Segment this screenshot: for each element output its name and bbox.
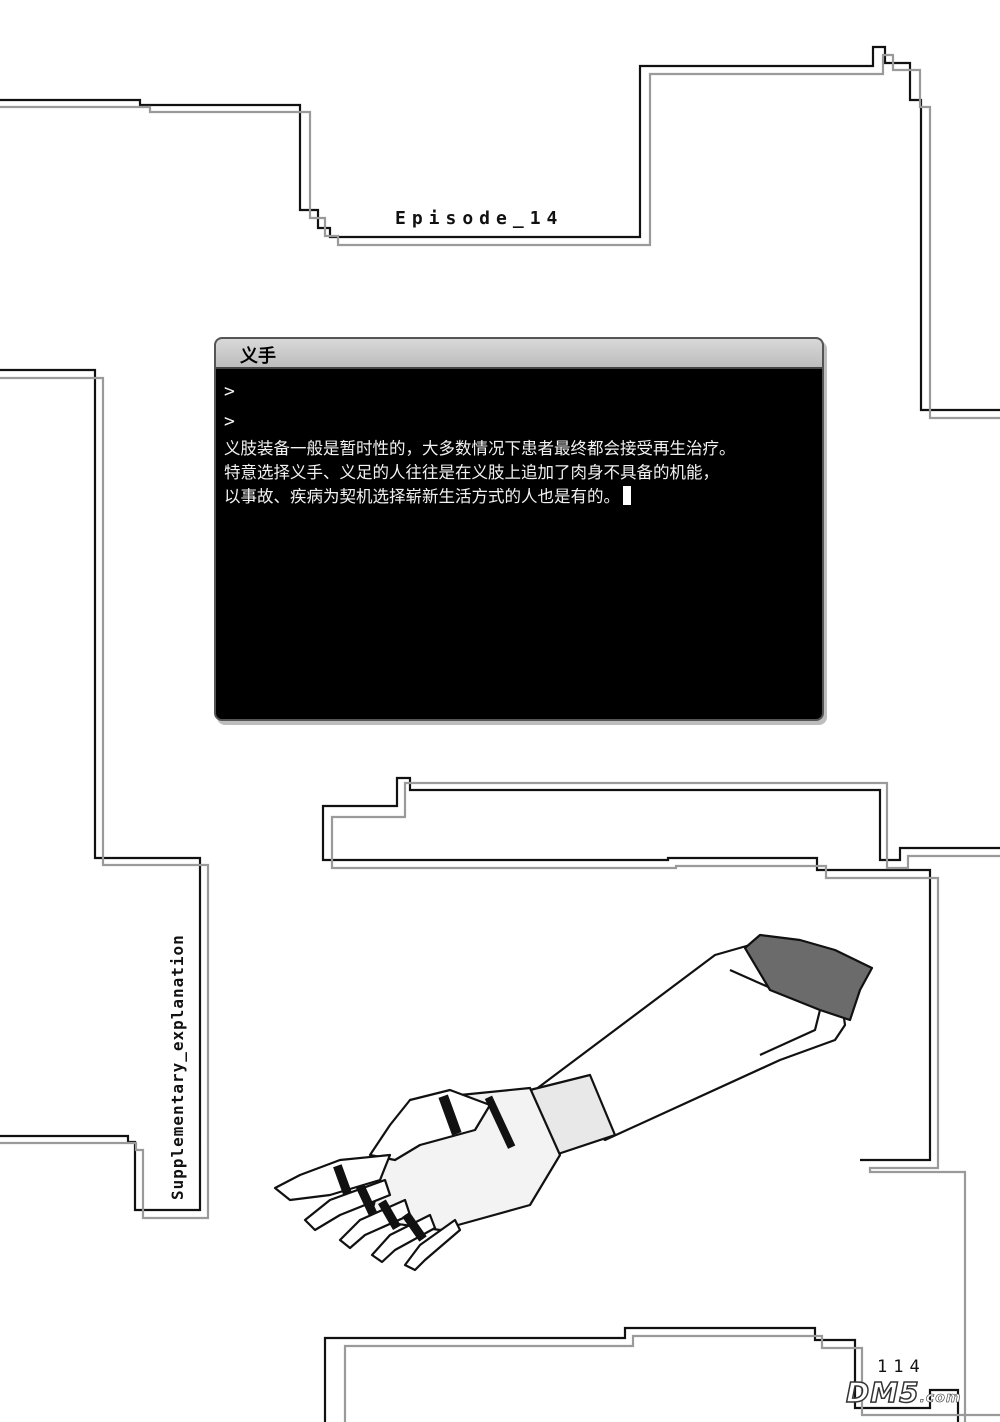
terminal-text-line-content: 以事故、疾病为契机选择崭新生活方式的人也是有的。 [224, 487, 620, 506]
terminal-title: 义手 [240, 346, 276, 367]
prompt-line: > [224, 411, 235, 432]
terminal-text-line: 特意选择义手、义足的人往往是在义肢上追加了肉身不具备的机能， [224, 463, 719, 482]
terminal-window: 义手 > > 义肢装备一般是暂时性的，大多数情况下患者最终都会接受再生治疗。 特… [214, 337, 824, 721]
terminal-text-line: 以事故、疾病为契机选择崭新生活方式的人也是有的。 [224, 485, 814, 509]
side-label: Supplementary_explanation [168, 934, 187, 1200]
watermark-main: DM5 [845, 1375, 920, 1410]
page-number: 114 [877, 1357, 926, 1377]
site-watermark-logo: DM5.com [845, 1375, 962, 1410]
terminal-titlebar: 义手 [216, 339, 822, 369]
prompt-line: > [224, 381, 235, 402]
prosthetic-arm-illustration [273, 933, 874, 1272]
episode-title: Episode_14 [395, 208, 564, 229]
text-cursor [623, 486, 631, 505]
terminal-body: > > 义肢装备一般是暂时性的，大多数情况下患者最终都会接受再生治疗。 特意选择… [216, 369, 822, 509]
terminal-text-line: 义肢装备一般是暂时性的，大多数情况下患者最终都会接受再生治疗。 [224, 439, 736, 458]
watermark-suffix: .com [919, 1390, 962, 1407]
